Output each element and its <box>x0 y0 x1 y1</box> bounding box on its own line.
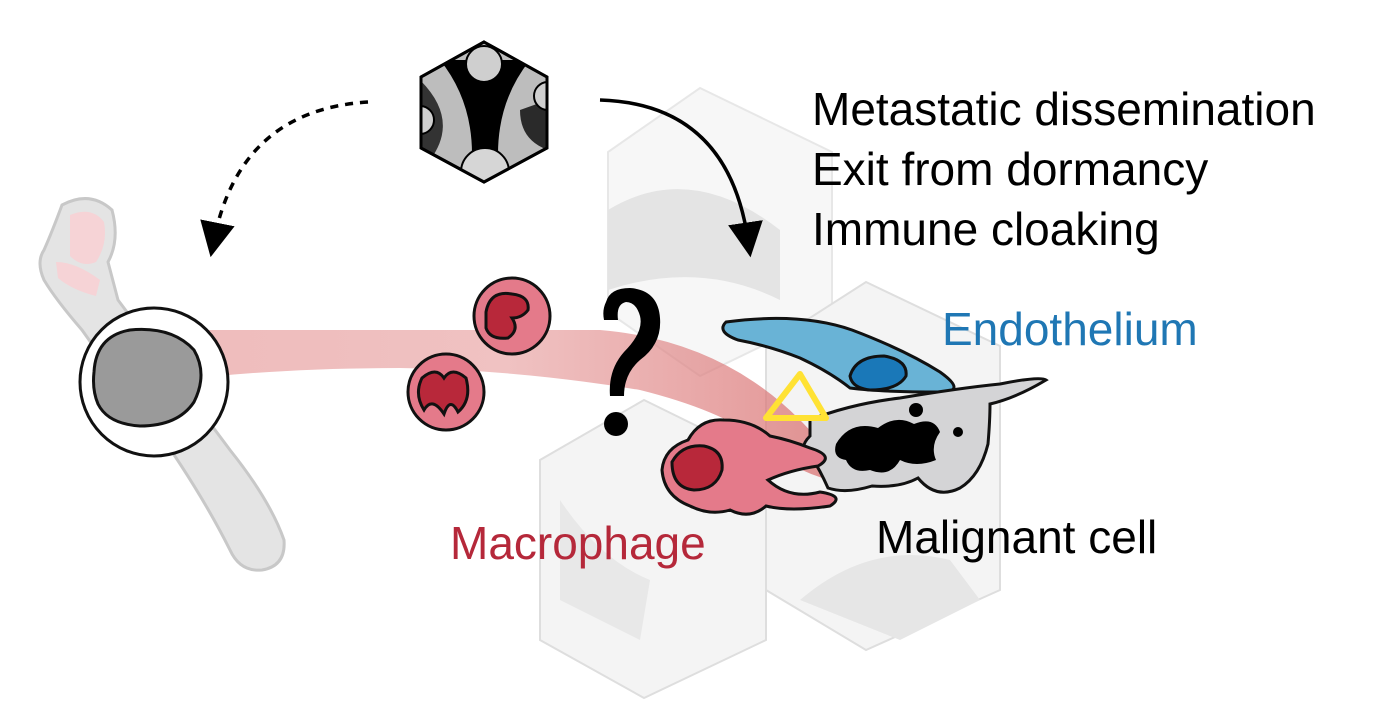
macrophage-cell <box>660 418 838 516</box>
question-mark-icon <box>603 288 661 436</box>
macrophage-label: Macrophage <box>450 517 706 569</box>
effect-item: Metastatic dissemination <box>812 83 1316 135</box>
effect-item: Immune cloaking <box>812 203 1160 255</box>
circulating-cell-lower <box>406 352 486 432</box>
solid-arrow-icon <box>599 98 763 258</box>
endothelium-label: Endothelium <box>942 303 1198 355</box>
endothelium-cell <box>721 316 956 394</box>
malignant-cell <box>802 377 1049 494</box>
migration-trail <box>180 330 832 480</box>
dashed-arrow-icon <box>200 100 369 258</box>
malignant-cell-label: Malignant cell <box>876 511 1158 563</box>
circulating-cell-upper <box>472 276 552 356</box>
effects-list: Metastatic dissemination Exit from dorma… <box>812 86 1316 266</box>
effect-item: Exit from dormancy <box>812 143 1209 195</box>
niche-hexagon-icon <box>419 40 549 184</box>
stem-cell-icon <box>78 306 230 458</box>
triangle-icon <box>763 371 829 421</box>
